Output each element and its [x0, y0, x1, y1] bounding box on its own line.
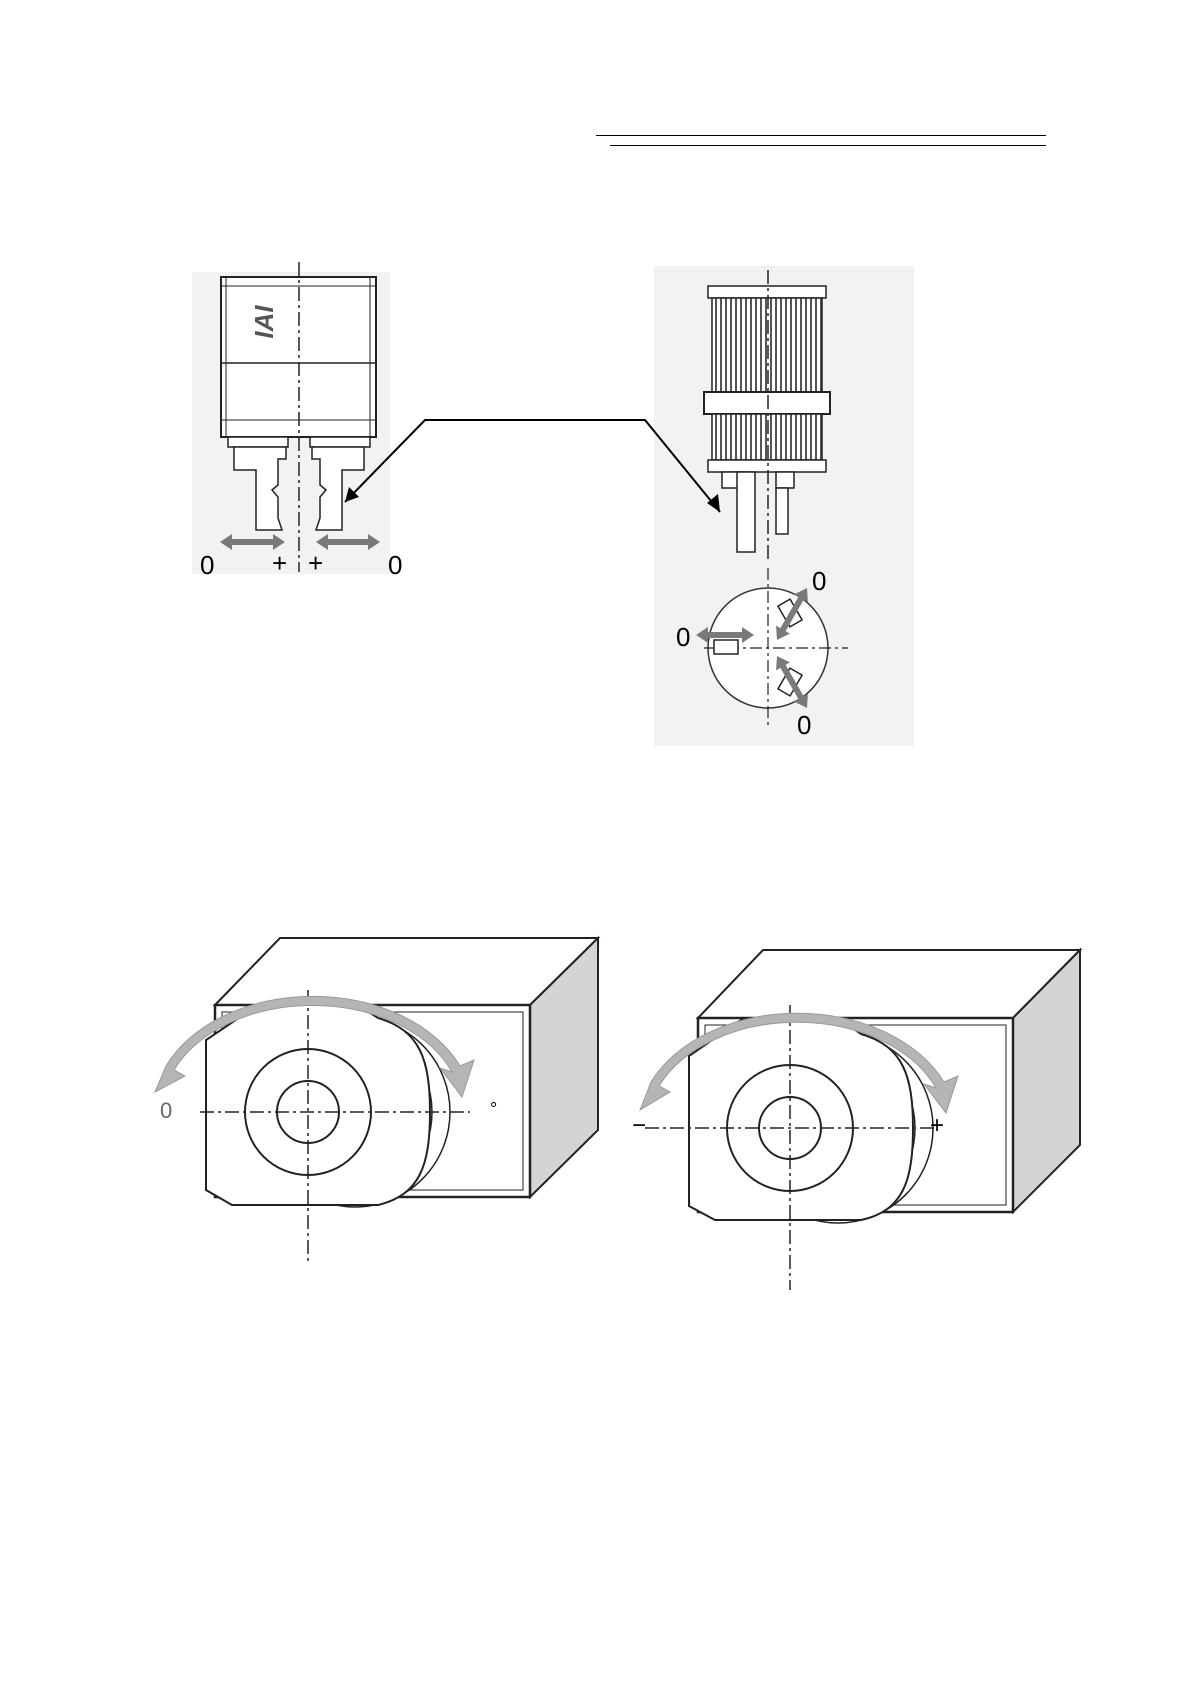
- finger-back: [776, 488, 788, 534]
- rotary-actuator-right: [640, 950, 1080, 1290]
- two-finger-label-left-zero: 0: [200, 552, 214, 578]
- rotary-actuator-left: [155, 938, 598, 1265]
- ribbed-body-upper: [712, 298, 822, 392]
- finger-front: [737, 472, 755, 552]
- two-finger-gripper: [192, 262, 390, 574]
- ribbed-body-lower: [712, 414, 822, 460]
- rotary-left-degree-label: °: [490, 1100, 497, 1118]
- three-finger-label-lower: 0: [797, 712, 811, 738]
- two-finger-label-left-plus: +: [272, 550, 287, 576]
- rotary-right-minus-label: −: [632, 1114, 646, 1138]
- rotary-left-zero-label: 0: [160, 1100, 172, 1122]
- iai-logo: IAI: [249, 305, 279, 339]
- svg-text:IAI: IAI: [249, 305, 279, 339]
- three-finger-gripper: [654, 266, 914, 746]
- mid-collar: [704, 392, 830, 414]
- two-finger-label-right-plus: +: [308, 550, 323, 576]
- three-finger-label-left: 0: [676, 624, 690, 650]
- three-finger-label-upper: 0: [812, 568, 826, 594]
- two-finger-label-right-zero: 0: [388, 552, 402, 578]
- rotary-right-plus-label: +: [930, 1114, 944, 1138]
